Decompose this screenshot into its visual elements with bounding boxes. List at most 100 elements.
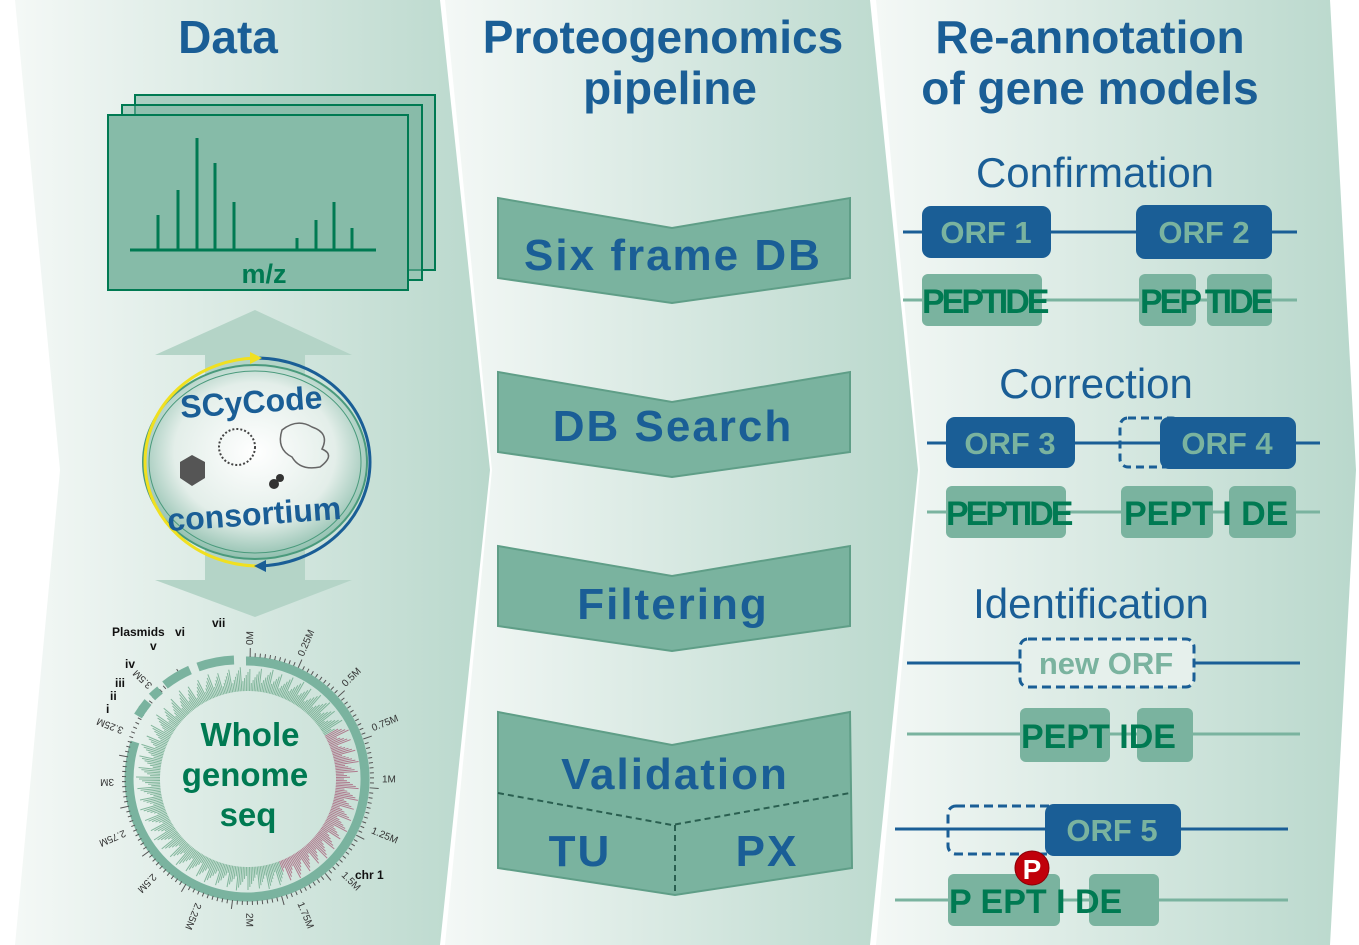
gc-skew-bar [161, 833, 180, 850]
gc-skew-bar [151, 784, 161, 787]
genome-tick [312, 881, 316, 886]
gc-skew-bar [332, 802, 354, 810]
gc-skew-bar [139, 755, 163, 762]
genome-tick [120, 805, 130, 809]
genome-tick [347, 705, 351, 709]
plasmids-label: Plasmids [112, 625, 165, 639]
gc-skew-bar [180, 700, 191, 713]
genome-tick [123, 795, 128, 798]
genome-tick [319, 676, 323, 681]
gc-skew-bar [335, 766, 349, 769]
gc-skew-bar [274, 862, 282, 882]
genome-tick [362, 821, 367, 824]
phosphorylation-icon [1014, 850, 1050, 886]
gc-skew-bar [306, 706, 314, 714]
gc-skew-bar [314, 712, 325, 722]
genome-tick [366, 806, 371, 809]
gc-skew-bar [270, 863, 275, 876]
gc-skew-bar [140, 787, 161, 791]
gc-skew-bar [314, 836, 324, 845]
gc-skew-bar [145, 749, 164, 756]
gc-skew-bar [329, 811, 352, 822]
genome-tick [344, 701, 348, 705]
gc-skew-bar [178, 839, 186, 847]
gc-skew-bar [191, 850, 198, 859]
gc-skew-bar [291, 854, 302, 872]
gc-skew-bar [281, 859, 292, 881]
genome-tick [143, 846, 147, 850]
gc-skew-bar [334, 759, 356, 765]
peptide-label: PEPTIDE [922, 283, 1049, 321]
gc-skew-bar [205, 684, 213, 699]
gc-skew-bar [212, 861, 219, 876]
gc-skew-bar [271, 678, 278, 695]
gc-skew-bar [292, 854, 302, 868]
gc-skew-bar [185, 851, 200, 872]
gc-skew-bar [196, 693, 204, 704]
genome-tick [349, 709, 354, 713]
gc-skew-bar [294, 853, 302, 865]
chromosome-tick-label: 2M [243, 913, 254, 927]
gc-skew-bar [276, 688, 280, 696]
gc-skew-bar [305, 694, 322, 713]
gc-skew-bar [175, 838, 184, 847]
genome-tick [363, 816, 368, 819]
genome-tick [337, 690, 346, 698]
gc-skew-bar [290, 683, 302, 703]
gc-skew-bar [301, 848, 310, 858]
gc-skew-bar [242, 866, 244, 882]
gc-skew-bar [148, 751, 164, 757]
gc-skew-bar [150, 724, 172, 737]
genome-tick [271, 898, 274, 903]
gc-skew-bar [153, 801, 164, 805]
gc-skew-bar [201, 855, 206, 864]
spectrum-axis-label: m/z [241, 259, 286, 289]
genome-tick [308, 884, 312, 889]
gc-skew-bar [321, 826, 341, 840]
gc-skew-bar [323, 728, 332, 735]
phospho-label: P [1023, 854, 1042, 885]
step-filtering: Filtering [497, 544, 851, 653]
gc-skew-bar [139, 795, 162, 801]
gc-skew-bar [141, 769, 161, 772]
gc-skew-bar [326, 817, 344, 826]
genome-tick [126, 810, 131, 813]
genome-tick [162, 685, 167, 690]
gc-skew-bar [333, 798, 347, 803]
chromosome-tick-label: 0M [245, 631, 256, 645]
gc-skew-bar [145, 781, 161, 784]
gc-skew-bar [196, 697, 202, 705]
gc-skew-bar [265, 864, 272, 886]
gc-skew-bar [326, 729, 346, 740]
genome-tick [363, 735, 372, 740]
orf-label: ORF 4 [1181, 426, 1273, 461]
gc-skew-bar [206, 677, 216, 698]
gc-skew-bar [279, 683, 286, 698]
genome-tick [361, 732, 366, 735]
genome-tick [221, 898, 224, 903]
gc-skew-bar [253, 677, 256, 692]
genome-tick [339, 859, 343, 863]
gc-skew-bar [335, 770, 358, 774]
genome-tick [137, 838, 142, 841]
genome-tick [126, 745, 131, 748]
gc-skew-bar [174, 712, 183, 721]
data-title: Data [178, 11, 278, 63]
gc-skew-bar [215, 679, 222, 696]
genome-tick [295, 891, 298, 896]
gc-skew-bar [165, 714, 179, 726]
gc-skew-bar [328, 814, 340, 821]
genome-tick [320, 876, 325, 880]
genome-tick [342, 855, 347, 859]
genome-tick [276, 897, 279, 902]
gc-skew-bar [182, 848, 195, 863]
genome-tick [293, 661, 296, 667]
gc-skew-bar [206, 860, 216, 881]
gc-skew-bar [328, 737, 344, 746]
gc-skew-bar [332, 748, 352, 756]
gc-skew-bar [335, 787, 345, 790]
gc-skew-bar [321, 719, 339, 732]
gc-skew-bar [235, 866, 238, 877]
gc-skew-bar [157, 717, 176, 731]
gc-skew-bar [304, 695, 318, 712]
